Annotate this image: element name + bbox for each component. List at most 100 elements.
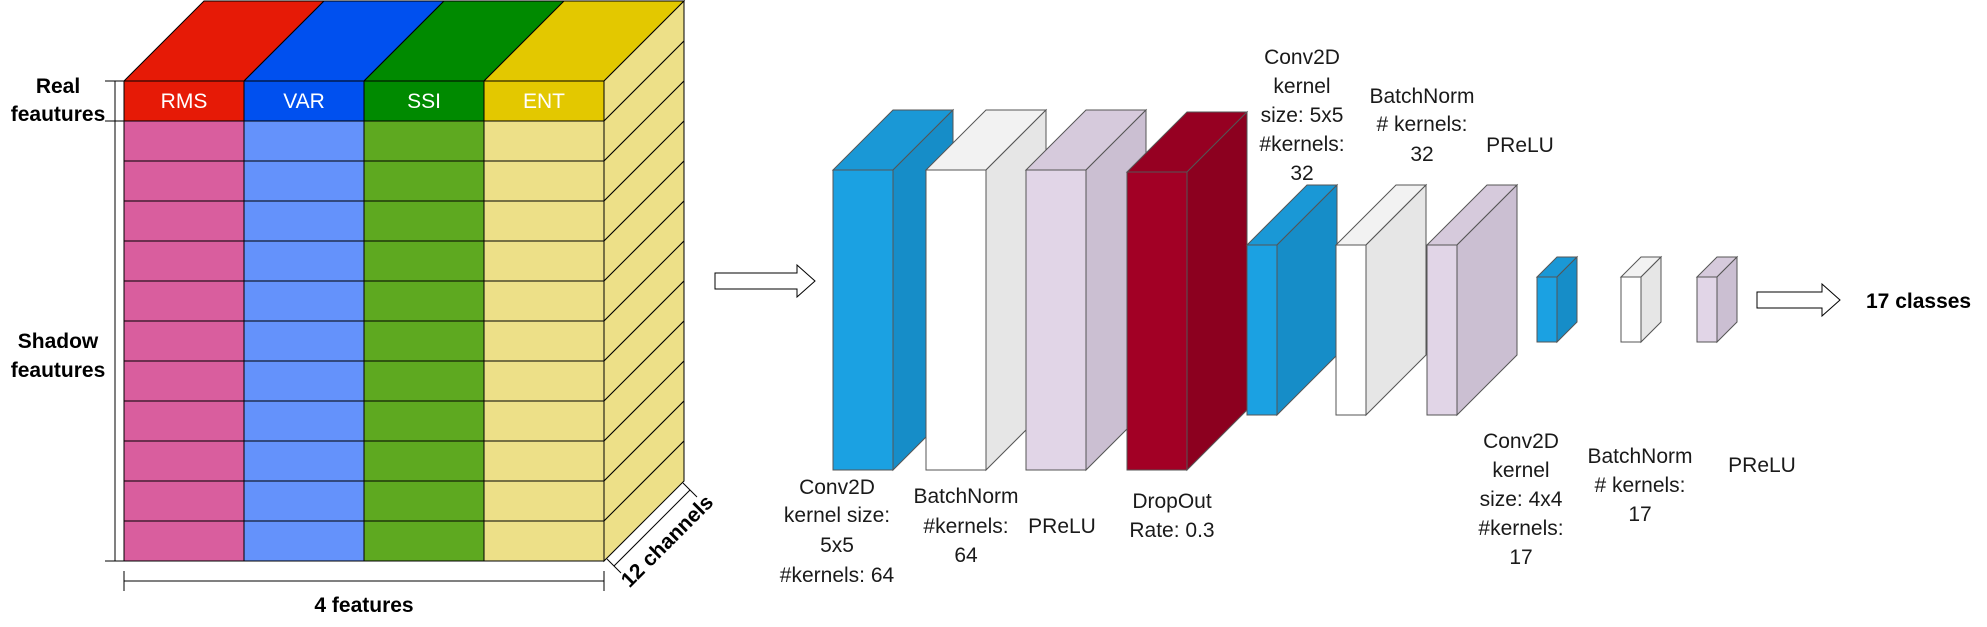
feature-cell-rms [123,480,245,522]
block-9-front-face [1620,276,1642,343]
block-9-label-line1: BatchNorm [1587,445,1692,468]
feature-cell-ssi [363,280,485,322]
feature-cell-ent [483,360,605,402]
block-9-label-line2: # kernels: [1594,474,1685,497]
block-1-label-line3: 5x5 [820,534,854,557]
block-1-front-face [832,169,894,471]
block-6-label-line3: 32 [1410,143,1433,166]
width-label: 4 features [314,594,413,617]
layer-block-10-prelu [1695,255,1739,344]
block-4-front-face [1126,171,1188,471]
block-5-label-line4: #kernels: [1259,133,1344,156]
feature-cell-var [243,400,365,442]
layer-block-6-bn [1334,183,1428,417]
tensor-top-face [122,0,686,82]
block-6-label-line1: BatchNorm [1369,85,1474,108]
header-cell-ent [483,80,605,122]
feature-cell-rms [123,280,245,322]
column-header-var: VAR [283,90,325,113]
feature-cell-rms [123,440,245,482]
feature-cell-ent [483,480,605,522]
feature-cell-var [243,320,365,362]
layer-labels: Conv2D kernel size: 5x5 #kernels: 64 Bat… [780,46,1796,587]
feature-cell-ssi [363,120,485,162]
tensor-side-face [603,0,685,563]
feature-cell-rms [123,360,245,402]
block-8-label-line5: 17 [1509,546,1532,569]
row-bracket [105,80,125,562]
block-8-label-line4: #kernels: [1478,517,1563,540]
shadow-features-label-line1: Shadow [18,330,99,353]
feature-cell-var [243,520,365,562]
feature-tensor: RMS VAR SSI ENT Real feautures Shadow fe… [11,0,718,617]
block-1-label-line2: kernel size: [784,504,890,527]
feature-cell-var [243,160,365,202]
feature-cell-ent [483,120,605,162]
block-4-side-face [1186,110,1248,472]
block-5-label-line1: Conv2D [1264,46,1340,69]
block-1-label-line4: #kernels: 64 [780,564,895,587]
feature-cell-rms [123,520,245,562]
shadow-features-label-line2: feautures [11,359,106,382]
block-2-label-line2: #kernels: [923,515,1008,538]
block-3-front-face [1025,169,1087,471]
block-7-label-line1: PReLU [1486,134,1554,157]
layer-block-8-conv [1535,255,1579,344]
feature-cell-ssi [363,200,485,242]
feature-cell-ent [483,400,605,442]
block-8-label-line3: size: 4x4 [1480,488,1563,511]
block-10-front-face [1696,276,1718,343]
feature-cell-rms [123,120,245,162]
layer-block-9-bn [1619,255,1663,344]
block-5-label-line3: size: 5x5 [1261,104,1344,127]
feature-cell-rms [123,320,245,362]
block-5-label-line5: 32 [1290,162,1313,185]
feature-cell-var [243,440,365,482]
block-1-label-line1: Conv2D [799,476,875,499]
layer-blocks [831,108,1739,472]
input-arrow [714,263,816,299]
block-7-front-face [1426,244,1458,416]
feature-cell-var [243,280,365,322]
feature-cell-var [243,360,365,402]
block-2-label-line1: BatchNorm [913,485,1018,508]
feature-cell-var [243,120,365,162]
block-2-label-line3: 64 [954,544,978,567]
feature-cell-ent [483,240,605,282]
feature-cell-ssi [363,240,485,282]
real-features-label-line1: Real [36,75,80,98]
feature-cell-ent [483,280,605,322]
feature-cell-ssi [363,160,485,202]
block-8-front-face [1536,276,1558,343]
block-4-label-line1: DropOut [1132,490,1212,513]
feature-cell-rms [123,160,245,202]
block-8-label-line2: kernel [1492,459,1549,482]
feature-cell-ent [483,160,605,202]
feature-cell-rms [123,400,245,442]
header-cell-var [243,80,365,122]
feature-cell-ssi [363,400,485,442]
block-8-label-line1: Conv2D [1483,430,1559,453]
block-2-front-face [925,169,987,471]
real-features-label-line2: feautures [11,103,106,126]
feature-cell-rms [123,200,245,242]
depth-dimension [606,482,698,574]
output-label: 17 classes [1866,290,1971,313]
network-blocks [831,108,1739,472]
block-10-label-line1: PReLU [1728,454,1796,477]
feature-cell-ssi [363,520,485,562]
feature-cell-ent [483,200,605,242]
header-cell-rms [123,80,245,122]
feature-cell-ent [483,520,605,562]
block-6-label-line2: # kernels: [1376,113,1467,136]
feature-cell-ssi [363,440,485,482]
block-5-label-line2: kernel [1273,75,1330,98]
feature-cell-ssi [363,360,485,402]
feature-cell-var [243,240,365,282]
block-9-label-line3: 17 [1628,503,1651,526]
layer-block-5-conv [1245,183,1339,417]
block-5-front-face [1246,244,1278,416]
width-dimension [123,571,605,591]
block-4-label-line2: Rate: 0.3 [1129,519,1214,542]
layer-block-7-prelu [1425,183,1519,417]
